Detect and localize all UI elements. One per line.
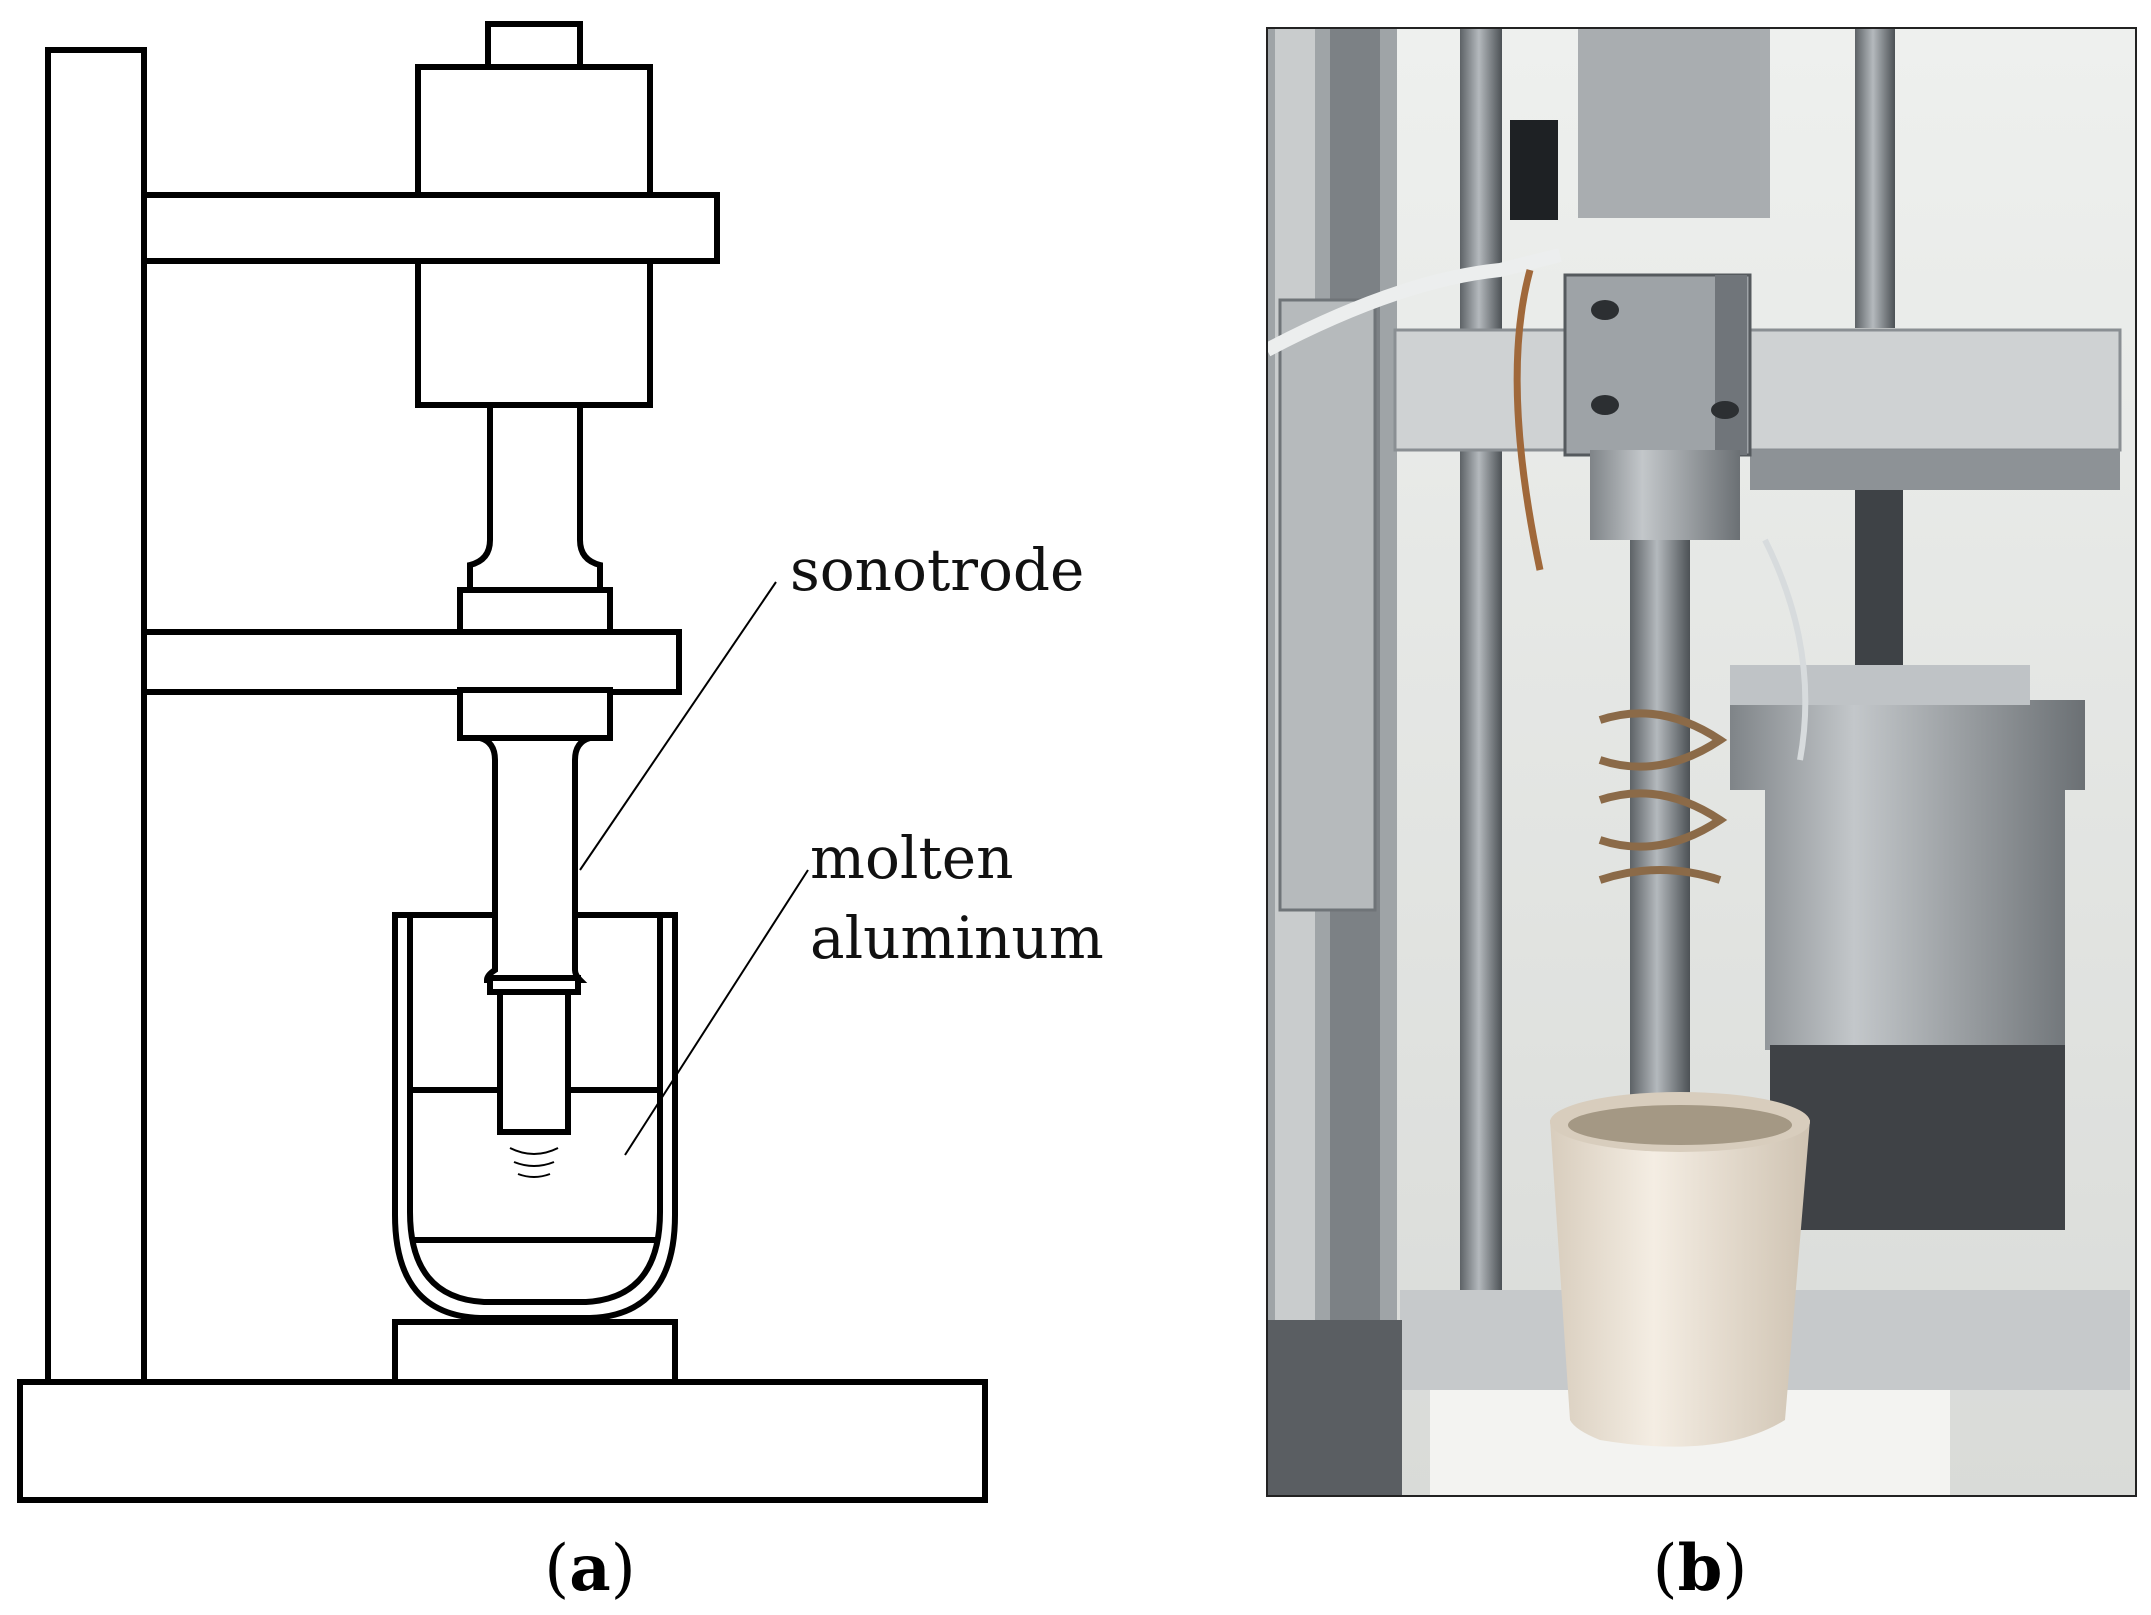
- base-plate: [17, 1379, 988, 1503]
- caption-b: (b): [1653, 1531, 1748, 1606]
- photo-crucible: [1550, 1107, 1810, 1447]
- booster-shaft: [467, 402, 603, 595]
- transducer-cap: [485, 21, 583, 71]
- upper-arm: [141, 192, 720, 264]
- cavitation-marks: [509, 1147, 559, 1178]
- photo-sonotrode: [1630, 540, 1690, 1120]
- copper-coil: [1598, 709, 1728, 884]
- guide-column-1: [1460, 28, 1502, 1308]
- crucible-inner-wall: [407, 915, 663, 1305]
- guide-column-2: [1855, 28, 1895, 328]
- load-cylinder: [1730, 700, 2085, 1050]
- clamp-flange-lower: [457, 687, 613, 741]
- crucible-holder-plate: [392, 1319, 678, 1385]
- lower-arm: [141, 629, 682, 695]
- photo-border: [1266, 27, 2137, 1497]
- crucible-outer-wall: [392, 912, 678, 1321]
- molten-leader-line: [624, 869, 809, 1156]
- molten-label-line1: molten: [810, 824, 1013, 892]
- schematic-panel-a: sonotrode molten aluminum (a): [17, 21, 1104, 1606]
- sonotrode-tip: [497, 989, 571, 1135]
- cooling-tube: [1267, 248, 1562, 357]
- molten-label-line2: aluminum: [810, 904, 1104, 972]
- dark-block: [1770, 1045, 2065, 1230]
- sonotrode-rod: [479, 735, 591, 983]
- sonotrode-leader-line: [579, 581, 777, 871]
- sonotrode-label: sonotrode: [790, 536, 1084, 604]
- caption-a: (a): [544, 1531, 635, 1606]
- top-plate: [1578, 28, 1770, 218]
- vertical-column: [45, 47, 147, 1385]
- photo-panel-b: [1267, 28, 2136, 1496]
- machine-table: [1393, 328, 2122, 452]
- clamp-flange-upper: [457, 587, 613, 637]
- aluminium-profile: [1278, 298, 1377, 912]
